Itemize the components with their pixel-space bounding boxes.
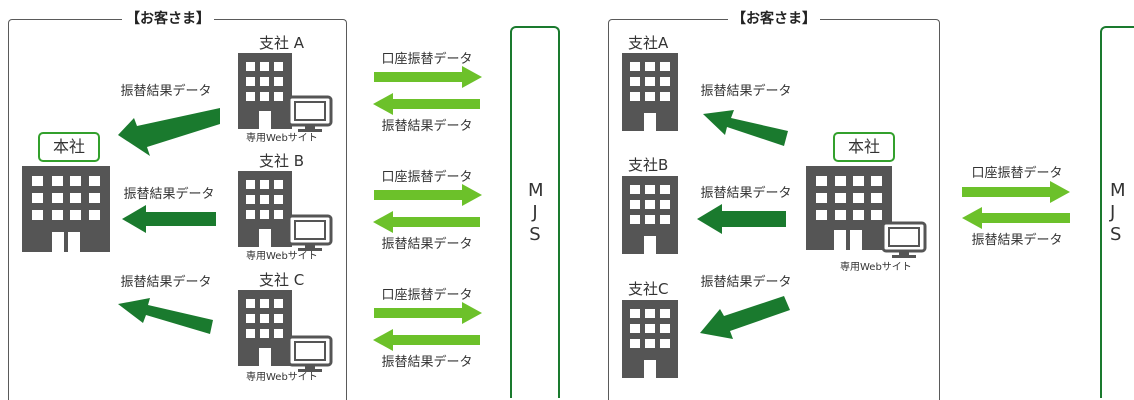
debit-arrow-right (962, 181, 1070, 229)
result-mjs-label-2-left: 振替結果データ (381, 237, 473, 252)
debit-label-right: 口座振替データ (971, 166, 1063, 181)
result-label-a-right: 振替結果データ (700, 84, 792, 99)
debit-arrow-2-left (373, 184, 482, 233)
branch-a-building-icon-left (238, 53, 292, 129)
result-arrow-a-left (118, 108, 220, 156)
website-label-a-left: 専用Webサイト (246, 133, 318, 144)
debit-arrow-3-left (373, 302, 482, 351)
branch-b-building-icon-left (238, 171, 292, 247)
mjs-label-right: MJS (1110, 180, 1126, 245)
result-label-b-right: 振替結果データ (700, 186, 792, 201)
result-arrow-c-left (118, 298, 213, 334)
branch-c-building-icon-left (238, 290, 292, 366)
branch-a-building-icon-right (622, 53, 678, 131)
branch-c-label-right: 支社C (628, 280, 669, 298)
mjs-box-right: MJS (1100, 26, 1134, 398)
branch-b-label-right: 支社B (628, 156, 669, 174)
result-arrow-a-right (703, 110, 788, 146)
result-mjs-label-3-left: 振替結果データ (381, 355, 473, 370)
debit-label-2-left: 口座振替データ (381, 170, 473, 185)
monitor-icon-hq-right (881, 221, 927, 258)
monitor-icon-c-left (287, 335, 333, 372)
result-label-c-left: 振替結果データ (120, 275, 212, 290)
result-mjs-label-1-left: 振替結果データ (381, 119, 473, 134)
head-office-building-icon-left (22, 166, 110, 252)
debit-label-3-left: 口座振替データ (381, 288, 473, 303)
monitor-icon-a-left (287, 95, 333, 132)
head-office-label-left: 本社 (38, 132, 100, 162)
monitor-icon-b-left (287, 214, 333, 251)
result-label-a-left: 振替結果データ (120, 84, 212, 99)
website-label-b-left: 専用Webサイト (246, 251, 318, 262)
branch-b-label-left: 支社 B (259, 152, 305, 170)
result-label-c-right: 振替結果データ (700, 275, 792, 290)
mjs-label-left: MJS (528, 180, 544, 245)
branch-a-label-right: 支社A (628, 34, 669, 52)
website-label-hq-right: 専用Webサイト (840, 262, 912, 273)
branch-c-building-icon-right (622, 300, 678, 378)
mjs-box-left: MJS (510, 26, 560, 398)
website-label-c-left: 専用Webサイト (246, 372, 318, 383)
branch-c-label-left: 支社 C (259, 271, 305, 289)
result-label-b-left: 振替結果データ (123, 187, 215, 202)
result-arrow-b-left (122, 205, 216, 233)
result-mjs-label-right: 振替結果データ (971, 233, 1063, 248)
head-office-label-right: 本社 (833, 132, 895, 162)
debit-label-1-left: 口座振替データ (381, 52, 473, 67)
branch-a-label-left: 支社 A (259, 34, 305, 52)
customer-legend-left: 【お客さま】 (122, 10, 214, 28)
result-arrow-b-right (697, 204, 786, 234)
debit-arrow-1-left (373, 66, 482, 115)
customer-legend-right: 【お客さま】 (728, 10, 820, 28)
head-office-building-icon-right (806, 166, 892, 250)
result-arrow-c-right (700, 296, 790, 339)
branch-b-building-icon-right (622, 176, 678, 254)
